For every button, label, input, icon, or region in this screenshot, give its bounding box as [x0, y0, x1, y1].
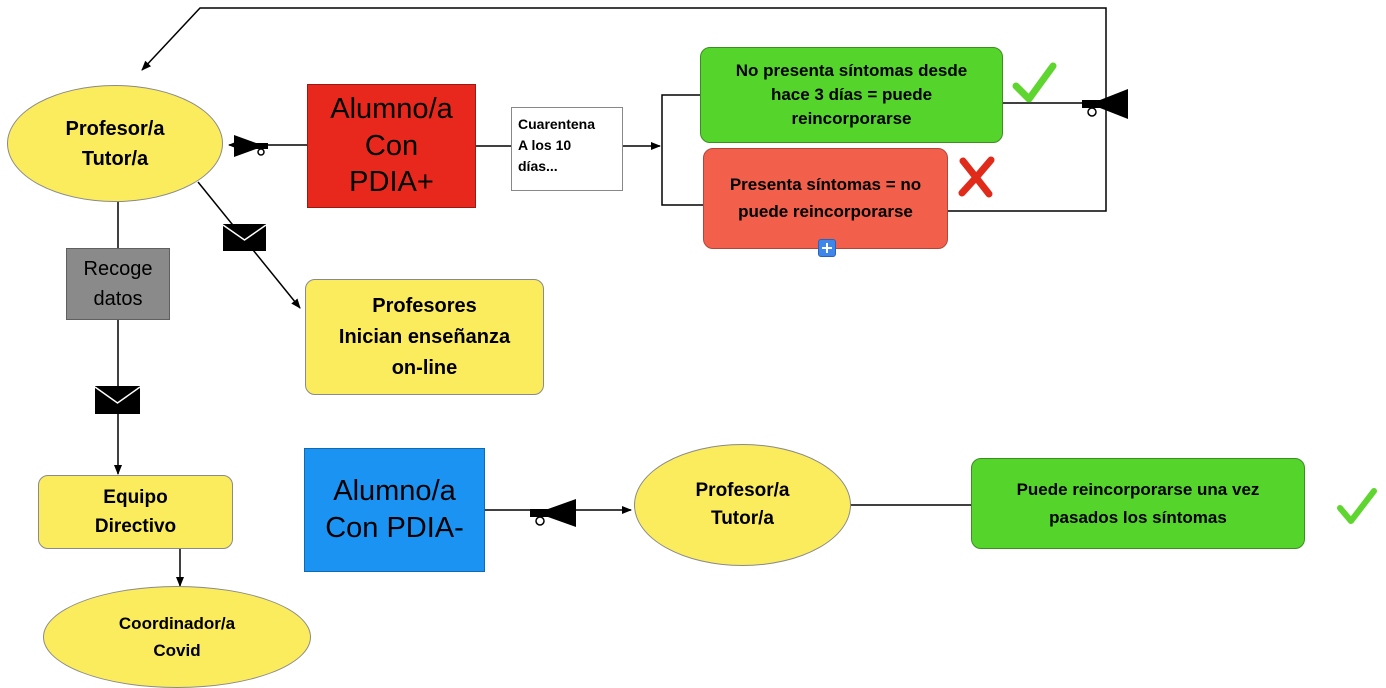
envelope-icon — [222, 224, 267, 251]
coordinador-covid-node: Coordinador/a Covid — [43, 586, 311, 688]
megaphone-icon — [1082, 89, 1128, 119]
megaphone-icon — [234, 135, 268, 157]
cross-icon — [958, 156, 995, 198]
puede-reincorporarse-node: Puede reincorporarse una vez pasados los… — [971, 458, 1305, 549]
bracket-line — [661, 94, 703, 206]
presenta-sintomas-node: Presenta síntomas = no puede reincorpora… — [703, 148, 948, 249]
red-to-loop-line — [948, 103, 1107, 212]
alumno-pdia-negativo-node: Alumno/a Con PDIA- — [304, 448, 485, 572]
add-plus-icon[interactable] — [818, 239, 836, 257]
recoge-datos-node: Recoge datos — [66, 248, 170, 320]
check-icon — [1337, 488, 1377, 524]
profesor-tutor-node-top: Profesor/a Tutor/a — [7, 85, 223, 202]
profesores-online-node: Profesores Inician enseñanza on-line — [305, 279, 544, 395]
alumno-pdia-positivo-node: Alumno/a Con PDIA+ — [307, 84, 476, 208]
no-sintomas-node: No presenta síntomas desde hace 3 días =… — [700, 47, 1003, 143]
profesor-tutor-node-bottom: Profesor/a Tutor/a — [634, 444, 851, 566]
equipo-directivo-node: Equipo Directivo — [38, 475, 233, 549]
envelope-icon — [94, 386, 141, 414]
megaphone-icon — [530, 499, 576, 527]
cuarentena-note: Cuarentena A los 10 días... — [511, 107, 623, 191]
feedback-loop-line — [141, 7, 1107, 104]
check-icon — [1012, 62, 1057, 103]
